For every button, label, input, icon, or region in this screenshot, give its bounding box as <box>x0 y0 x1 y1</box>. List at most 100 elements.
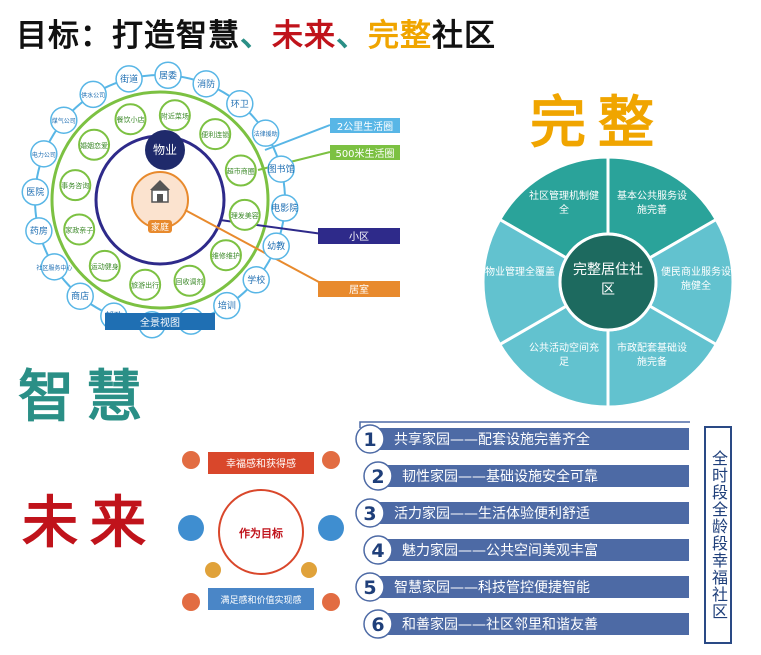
mid-node <box>173 264 206 297</box>
outer-node <box>115 65 143 93</box>
heart-icon <box>322 451 340 469</box>
emblem-center-label: 作为目标 <box>239 526 283 540</box>
list-item-text: 智慧家园——科技管控便捷智能 <box>394 579 590 596</box>
person-icon <box>301 562 317 578</box>
mid-node-label: 餐饮小店 <box>117 115 145 124</box>
outer-node-label: 图书馆 <box>268 163 295 175</box>
outer-node-label: 消防 <box>197 78 215 90</box>
outer-node <box>21 178 50 206</box>
page-title: 目标：打造智慧、未来、完整社区 <box>16 10 496 55</box>
tag-xiaoqu: 小区 <box>349 231 369 243</box>
mid-node-label: 旅游出行 <box>131 281 159 290</box>
mid-node <box>224 154 257 187</box>
list-item-text: 和善家园——社区邻里和谐友善 <box>402 616 598 633</box>
list-item-number: 4 <box>371 540 384 562</box>
title-part-shequ: 社区 <box>432 18 496 54</box>
list-item-number: 2 <box>371 466 384 488</box>
mid-node-label: 维修维护 <box>212 251 240 260</box>
outer-node-label: 医院 <box>26 186 44 198</box>
outer-node-label: 社区服务中心 <box>36 264 72 272</box>
wheel-segment-label: 物业管理全覆盖 <box>485 267 555 278</box>
outer-node-label: 煤气公司 <box>52 117 76 125</box>
list-item-number: 3 <box>363 503 376 525</box>
mid-node-label: 事务咨询 <box>61 181 89 190</box>
mid-node <box>129 268 162 301</box>
outer-node-label: 居委 <box>159 69 177 81</box>
outer-node-label: 法律援助 <box>254 130 278 138</box>
list-item-bar <box>374 539 689 561</box>
life-circle-diagram: 街道居委消防环卫法律援助图书馆电影院幼教学校培训菜场银行邮政商店社区服务中心药房… <box>21 61 400 339</box>
mid-node <box>78 128 111 161</box>
title-sep-1: 、 <box>240 18 272 54</box>
list-item-text: 韧性家园——基础设施安全可靠 <box>402 468 598 485</box>
outer-node <box>251 119 280 147</box>
title-part-weilai: 未来 <box>272 18 336 54</box>
list-item-text: 共享家园——配套设施完善齐全 <box>394 431 590 448</box>
outer-node <box>192 70 220 98</box>
list-item-number-badge <box>363 535 393 565</box>
outer-node-label: 幼教 <box>267 240 285 252</box>
outer-node-label: 街道 <box>120 73 138 85</box>
cloud-icon-left <box>178 515 204 541</box>
list-item-number: 6 <box>371 614 384 636</box>
mid-node-label: 婚姻恋爱 <box>80 141 108 150</box>
wheel-segment-label: 便民商业服务设施健全 <box>661 267 731 292</box>
wheel-segment-label: 公共活动空间充足 <box>529 343 599 369</box>
heading-wanzheng: 完整 <box>530 91 666 156</box>
outer-node <box>50 106 78 134</box>
list-item-number: 1 <box>363 429 376 451</box>
mid-node-label: 附近菜场 <box>161 111 189 120</box>
title-part-zhihui: 目标：打造智慧 <box>16 18 240 54</box>
outer-node <box>242 266 270 294</box>
gift-icon <box>182 451 200 469</box>
title-part-wanzheng: 完整 <box>368 18 432 54</box>
mid-node <box>199 118 232 151</box>
side-vertical-label: 全时段全龄段幸福社区 <box>704 426 732 644</box>
house-icon <box>150 180 170 203</box>
outer-node <box>154 61 182 90</box>
heading-weilai: 未来 <box>22 491 158 556</box>
mid-node <box>59 169 92 202</box>
six-homes-list: 1 共享家园——配套设施完善齐全 2 韧性家园——基础设施安全可靠 3 活力家园——生活体… <box>355 421 690 639</box>
list-item-bar <box>374 502 689 524</box>
outer-node <box>66 282 94 310</box>
mid-node <box>228 198 261 231</box>
outer-node <box>40 253 69 281</box>
mid-node <box>114 103 147 136</box>
balance-icon <box>205 562 221 578</box>
list-item-text: 活力家园——生活体验便利舒适 <box>394 505 590 522</box>
complete-community-wheel: 社区管理机制健全基本公共服务设施完善便民商业服务设施健全市政配套基础设施完备公共… <box>481 155 735 409</box>
mid-node-label: 理发美容 <box>231 211 259 220</box>
list-item-bar <box>374 428 689 450</box>
wheel-segment-label: 基本公共服务设施完善 <box>617 190 687 216</box>
outer-node <box>262 232 290 260</box>
mid-node <box>158 99 191 132</box>
emblem-bottom-label: 满足感和价值实现感 <box>220 594 301 606</box>
cloud-icon-right <box>318 515 344 541</box>
list-item-number-badge <box>355 572 385 602</box>
family-label: 家庭 <box>151 221 169 233</box>
wheel-segment-label: 社区管理机制健全 <box>529 190 599 216</box>
tag-jushi: 居室 <box>349 283 369 296</box>
tag-2km: 2公里生活圈 <box>337 120 393 133</box>
mid-node <box>88 249 121 282</box>
list-item-number-badge <box>355 498 385 528</box>
mid-node <box>209 239 242 272</box>
panorama-label: 全景视图 <box>140 316 180 329</box>
outer-node <box>213 291 241 320</box>
mid-node-label: 便利连锁 <box>201 130 229 139</box>
property-label: 物业 <box>153 143 177 157</box>
outer-node-label: 供水公司 <box>81 91 105 99</box>
mid-node <box>63 213 96 246</box>
outer-node <box>25 217 53 245</box>
list-item-number-badge <box>363 609 393 639</box>
outer-node-label: 电力公司 <box>32 151 56 159</box>
heading-zhihui: 智慧 <box>18 365 154 430</box>
outer-node-label: 培训 <box>218 300 236 312</box>
drop-icon <box>322 593 340 611</box>
outer-node-label: 电影院 <box>271 202 298 214</box>
outer-node <box>30 140 58 168</box>
flame-icon <box>182 593 200 611</box>
title-sep-2: 、 <box>336 18 368 54</box>
outer-node-label: 环卫 <box>231 99 249 110</box>
